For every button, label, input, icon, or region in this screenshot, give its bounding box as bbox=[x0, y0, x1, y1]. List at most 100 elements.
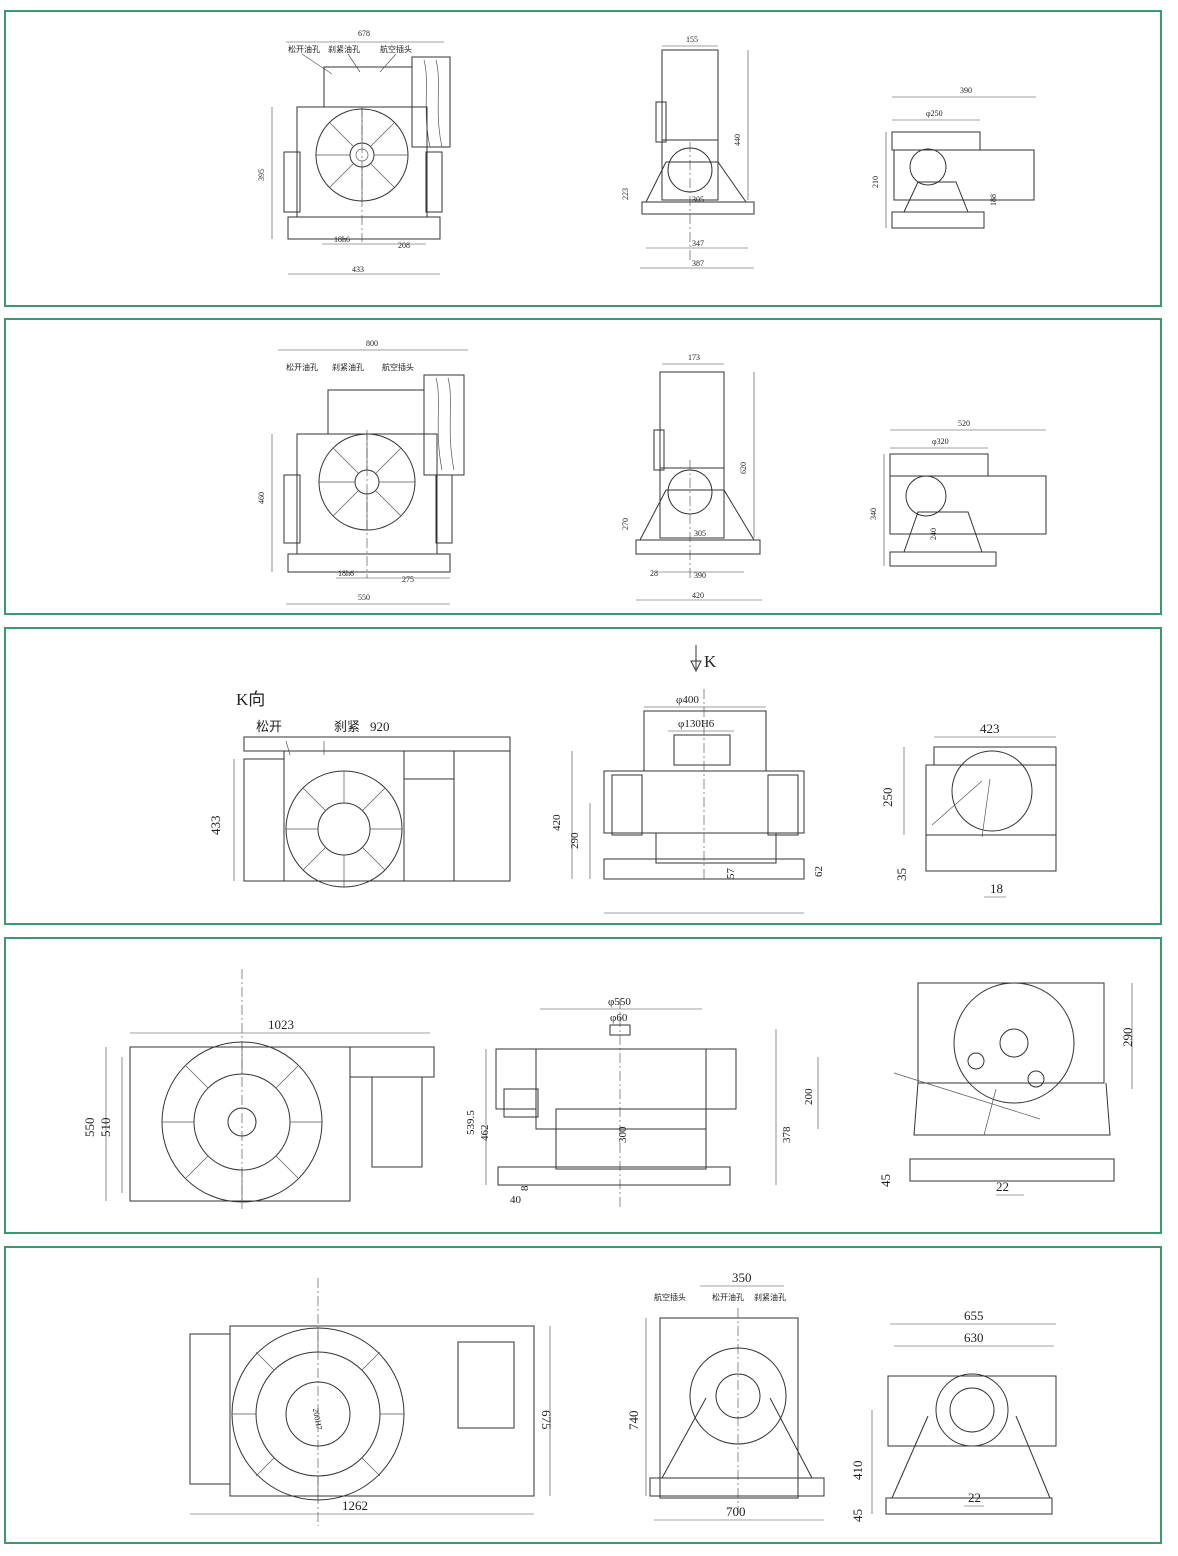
label-aviation-plug: 航空插头 bbox=[382, 362, 414, 372]
dim-width-2: 420 bbox=[692, 591, 704, 600]
drawing-panel-1: 678 松开油孔 刹紧油孔 航空插头 395 18h6 208 433 bbox=[4, 10, 1162, 307]
dim-axis-height: 410 bbox=[850, 1461, 865, 1481]
dim-width-1: 347 bbox=[692, 239, 704, 248]
front-view: 800 松开油孔 刹紧油孔 航空插头 460 18h6 275 550 bbox=[257, 339, 468, 605]
dim-diameter: φ250 bbox=[926, 109, 943, 118]
dim-key: 18h6 bbox=[334, 235, 350, 244]
top-view: 290 45 22 bbox=[878, 982, 1135, 1196]
dim-top: 173 bbox=[688, 353, 700, 362]
side-view: 155 440 223 305 347 387 bbox=[621, 35, 755, 269]
side-view: K φ400 φ130H6 420 290 57 62 bbox=[551, 645, 825, 914]
dim-base-width: 550 bbox=[358, 593, 370, 602]
dim-base-width: 433 bbox=[352, 265, 364, 274]
side-view: 173 620 270 305 28 390 420 bbox=[621, 353, 762, 601]
label-release-hole: 松开油孔 bbox=[286, 362, 318, 372]
dim-axis-height: 223 bbox=[621, 188, 630, 200]
dim-width: 920 bbox=[370, 719, 390, 734]
dim-height: 440 bbox=[733, 134, 742, 146]
dim-base-width: 700 bbox=[726, 1504, 746, 1519]
drawing-panel-5: 200H7 675 1262 350 航空插头 松开油孔 刹紧油孔 740 70… bbox=[4, 1246, 1162, 1544]
dim-inner-height: 510 bbox=[98, 1118, 113, 1138]
drawing-panel-2: 800 松开油孔 刹紧油孔 航空插头 460 18h6 275 550 1 bbox=[4, 318, 1162, 615]
label-clamp-hole: 刹紧油孔 bbox=[754, 1292, 786, 1302]
front-view: 678 松开油孔 刹紧油孔 航空插头 395 18h6 208 433 bbox=[257, 29, 451, 275]
dim-28: 28 bbox=[650, 569, 658, 578]
dim-key: 18h6 bbox=[338, 569, 354, 578]
dim-width-1: 390 bbox=[694, 571, 706, 580]
dim-height: 210 bbox=[871, 176, 880, 188]
dim-key: 22 bbox=[996, 1179, 1009, 1194]
top-view: 390 φ250 210 188 bbox=[871, 86, 1036, 229]
dim-inner: 305 bbox=[694, 529, 706, 538]
dim-diameter: φ320 bbox=[932, 437, 949, 446]
panel-4-drawing: 1023 550 510 φ550 φ60 bbox=[82, 969, 1135, 1209]
label-aviation-plug: 航空插头 bbox=[654, 1292, 686, 1302]
dim-height: 290 bbox=[1120, 1028, 1135, 1048]
front-view: 200H7 675 1262 bbox=[189, 1278, 554, 1526]
dim-key: 22 bbox=[968, 1490, 981, 1505]
dim-8: 8 bbox=[519, 1185, 531, 1191]
dim-height-2: 188 bbox=[989, 194, 998, 206]
dim-axis-height: 270 bbox=[621, 518, 630, 530]
dim-top: 155 bbox=[686, 35, 698, 44]
dim-base-height: 35 bbox=[894, 868, 909, 881]
dim-axis-height: 290 bbox=[569, 832, 581, 849]
label-aviation-plug: 航空插头 bbox=[380, 44, 412, 54]
dim-box-height: 200 bbox=[803, 1088, 815, 1105]
drawing-panel-3: K向 松开 刹紧 920 433 K φ400 φ130H6 bbox=[4, 627, 1162, 925]
dim-height: 460 bbox=[257, 492, 266, 504]
dim-width: 1023 bbox=[268, 1017, 294, 1032]
dim-base-height: 45 bbox=[878, 1174, 893, 1187]
label-clamp: 刹紧 bbox=[334, 719, 360, 734]
panel-1-drawing: 678 松开油孔 刹紧油孔 航空插头 395 18h6 208 433 bbox=[257, 29, 1036, 275]
panel-3-drawing: K向 松开 刹紧 920 433 K φ400 φ130H6 bbox=[208, 645, 1057, 914]
dim-outer-width: 655 bbox=[964, 1308, 984, 1323]
side-view: φ550 φ60 539.5 462 300 378 200 8 40 bbox=[465, 996, 819, 1209]
dim-inner-width: 630 bbox=[964, 1330, 984, 1345]
panel-2-drawing: 800 松开油孔 刹紧油孔 航空插头 460 18h6 275 550 1 bbox=[257, 339, 1047, 605]
dim-top-height: 250 bbox=[880, 788, 895, 808]
dim-width-top: 678 bbox=[358, 29, 370, 38]
dim-62: 62 bbox=[813, 866, 825, 877]
dim-total-height: 420 bbox=[551, 814, 563, 831]
dim-width: 390 bbox=[960, 86, 972, 95]
dim-57: 57 bbox=[725, 868, 737, 880]
label-bore-tolerance: 200H7 bbox=[311, 1408, 324, 1431]
front-view: 1023 550 510 bbox=[82, 969, 435, 1209]
dim-right-height: 378 bbox=[781, 1126, 793, 1143]
dim-inner: 305 bbox=[692, 195, 704, 204]
dim-width: 1262 bbox=[342, 1498, 368, 1513]
dim-half-base: 208 bbox=[398, 241, 410, 250]
dim-width-2: 387 bbox=[692, 259, 704, 268]
dim-bore-diameter: φ130H6 bbox=[678, 718, 715, 730]
dim-width-top: 350 bbox=[732, 1270, 752, 1285]
label-release-hole: 松开油孔 bbox=[288, 44, 320, 54]
label-release: 松开 bbox=[256, 719, 282, 734]
label-clamp-hole: 刹紧油孔 bbox=[328, 44, 360, 54]
dim-total-height: 539.5 bbox=[465, 1110, 477, 1135]
label-release-hole: 松开油孔 bbox=[712, 1292, 744, 1302]
dim-height: 395 bbox=[257, 169, 266, 181]
drawing-panel-4: 1023 550 510 φ550 φ60 bbox=[4, 937, 1162, 1234]
dim-bore-diameter: φ60 bbox=[610, 1012, 628, 1024]
dim-height: 675 bbox=[539, 1410, 554, 1430]
dim-height: 740 bbox=[626, 1411, 641, 1431]
dim-total-height: 550 bbox=[82, 1118, 97, 1138]
dim-axis-height: 300 bbox=[617, 1126, 629, 1143]
dim-outer-diameter: φ550 bbox=[608, 996, 631, 1008]
dim-height: 433 bbox=[208, 816, 223, 836]
dim-width: 423 bbox=[980, 721, 1000, 736]
label-k-direction: K向 bbox=[236, 690, 265, 709]
dim-inner-height: 462 bbox=[479, 1125, 491, 1142]
label-clamp-hole: 刹紧油孔 bbox=[332, 362, 364, 372]
dim-width-top: 800 bbox=[366, 339, 378, 348]
label-k-arrow: K bbox=[704, 652, 717, 671]
top-view: 520 φ320 340 240 bbox=[869, 419, 1047, 567]
dim-height: 340 bbox=[869, 508, 878, 520]
front-view: K向 松开 刹紧 920 433 bbox=[208, 690, 511, 888]
dim-outer-diameter: φ400 bbox=[676, 694, 699, 706]
top-view: 655 630 410 45 22 bbox=[850, 1308, 1057, 1522]
dim-base-height: 45 bbox=[850, 1509, 865, 1522]
dim-40: 40 bbox=[510, 1194, 522, 1206]
panel-5-drawing: 200H7 675 1262 350 航空插头 松开油孔 刹紧油孔 740 70… bbox=[189, 1270, 1057, 1526]
